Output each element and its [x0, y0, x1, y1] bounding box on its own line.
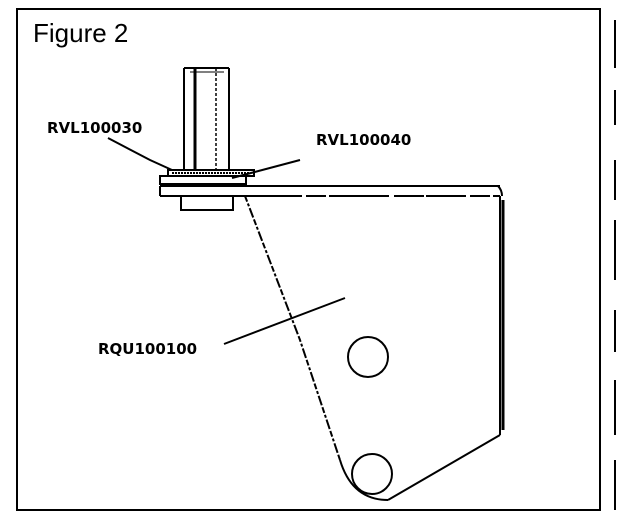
callout-spacer: RVL100040: [316, 131, 411, 149]
page-edge-marks: [606, 0, 624, 524]
bracket-boss: [180, 196, 234, 211]
pin-stud: [183, 67, 230, 170]
mounting-hole-upper: [347, 336, 389, 378]
leader-line-washer: [107, 137, 173, 171]
spacer: [159, 175, 247, 185]
bracket-flange: [159, 185, 503, 197]
leader-line-spacer: [231, 159, 301, 179]
mounting-hole-lower: [351, 453, 393, 495]
callout-bracket: RQU100100: [98, 340, 197, 358]
bracket-body: [244, 195, 505, 501]
callout-washer: RVL100030: [47, 119, 142, 137]
leader-line-bracket: [223, 297, 346, 345]
figure-title: Figure 2: [33, 18, 129, 48]
